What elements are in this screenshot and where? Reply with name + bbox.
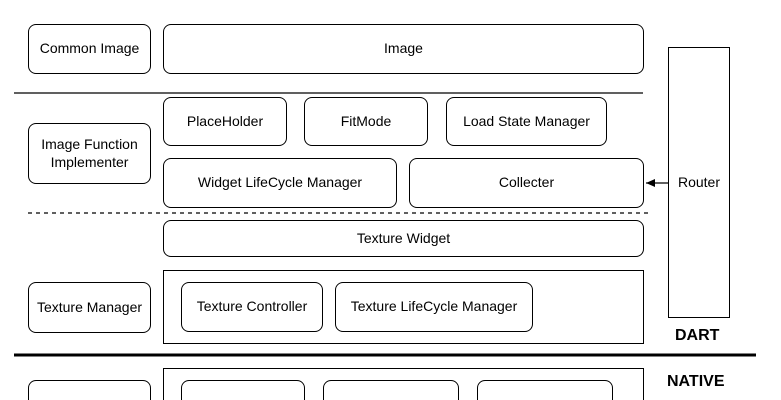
- load-state-manager-component: Load State Manager: [446, 97, 607, 146]
- texture-lifecycle-manager-component: Texture LifeCycle Manager: [335, 282, 533, 332]
- widget-lifecycle-manager-component: Widget LifeCycle Manager: [163, 158, 397, 208]
- texture-controller-label: Texture Controller: [196, 298, 308, 315]
- router-label: Router: [677, 173, 721, 190]
- common-image-layer: Common Image: [28, 24, 151, 74]
- fitmode-component: FitMode: [304, 97, 428, 146]
- texture-widget-component: Texture Widget: [163, 220, 644, 257]
- native-layer-box: [28, 380, 151, 400]
- image-component: Image: [163, 24, 644, 74]
- placeholder-label: PlaceHolder: [186, 112, 264, 129]
- collecter-label: Collecter: [498, 174, 555, 191]
- router-component: Router: [668, 47, 730, 318]
- fitmode-label: FitMode: [340, 112, 392, 129]
- collecter-component: Collecter: [409, 158, 644, 208]
- placeholder-component: PlaceHolder: [163, 97, 287, 146]
- widget-lifecycle-manager-label: Widget LifeCycle Manager: [197, 174, 363, 191]
- native-component-3: [477, 380, 613, 400]
- texture-controller-component: Texture Controller: [181, 282, 323, 332]
- texture-lifecycle-manager-label: Texture LifeCycle Manager: [350, 298, 518, 315]
- image-function-implementer-layer: Image Function Implementer: [28, 123, 151, 184]
- dart-platform-label: DART: [675, 327, 720, 344]
- image-label: Image: [384, 40, 423, 57]
- texture-manager-label: Texture Manager: [36, 298, 143, 315]
- native-platform-label: NATIVE: [667, 373, 725, 390]
- image-function-implementer-label: Image Function Implementer: [41, 136, 138, 170]
- native-component-2: [323, 380, 459, 400]
- texture-manager-layer: Texture Manager: [28, 282, 151, 333]
- texture-widget-label: Texture Widget: [356, 229, 451, 246]
- native-component-1: [181, 380, 305, 400]
- load-state-manager-label: Load State Manager: [463, 112, 590, 129]
- common-image-label: Common Image: [39, 40, 140, 57]
